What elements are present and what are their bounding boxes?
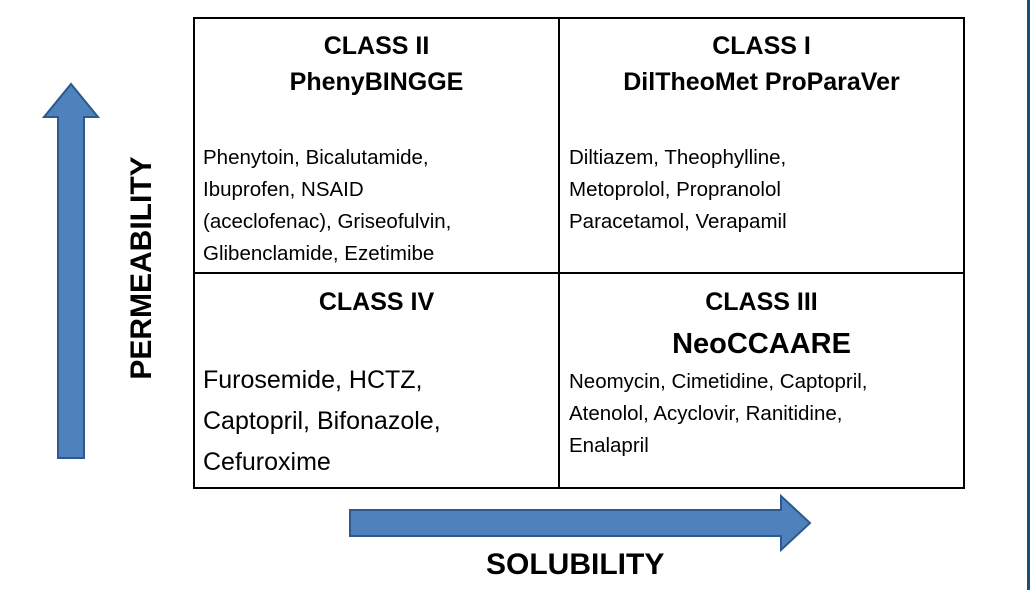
bcs-grid bbox=[193, 17, 965, 489]
grid-horizontal-divider bbox=[193, 272, 965, 274]
class-iii-mnemonic: NeoCCAARE bbox=[672, 328, 851, 360]
permeability-axis-label: PERMEABILITY bbox=[125, 156, 158, 380]
class-iv-label: CLASS IV bbox=[318, 288, 435, 316]
class-iv-drugs: Furosemide, HCTZ, Captopril, Bifonazole,… bbox=[203, 366, 441, 476]
class-ii-label: CLASS II bbox=[323, 32, 430, 60]
frame-edge bbox=[1027, 0, 1030, 590]
permeability-arrow bbox=[41, 82, 101, 459]
class-i-drugs: Diltiazem, Theophylline, Metoprolol, Pro… bbox=[569, 146, 787, 233]
class-iii-label: CLASS III bbox=[705, 288, 818, 316]
solubility-arrow bbox=[349, 493, 812, 553]
class-i-label: CLASS I bbox=[712, 32, 811, 60]
class-iii-drugs: Neomycin, Cimetidine, Captopril, Atenolo… bbox=[569, 370, 868, 457]
class-ii-drugs: Phenytoin, Bicalutamide, Ibuprofen, NSAI… bbox=[203, 146, 452, 265]
solubility-axis-label: SOLUBILITY bbox=[486, 548, 665, 581]
grid-vertical-divider bbox=[558, 17, 560, 489]
class-i-mnemonic: DilTheoMet ProParaVer bbox=[623, 68, 900, 96]
class-ii-mnemonic: PhenyBINGGE bbox=[289, 68, 464, 96]
